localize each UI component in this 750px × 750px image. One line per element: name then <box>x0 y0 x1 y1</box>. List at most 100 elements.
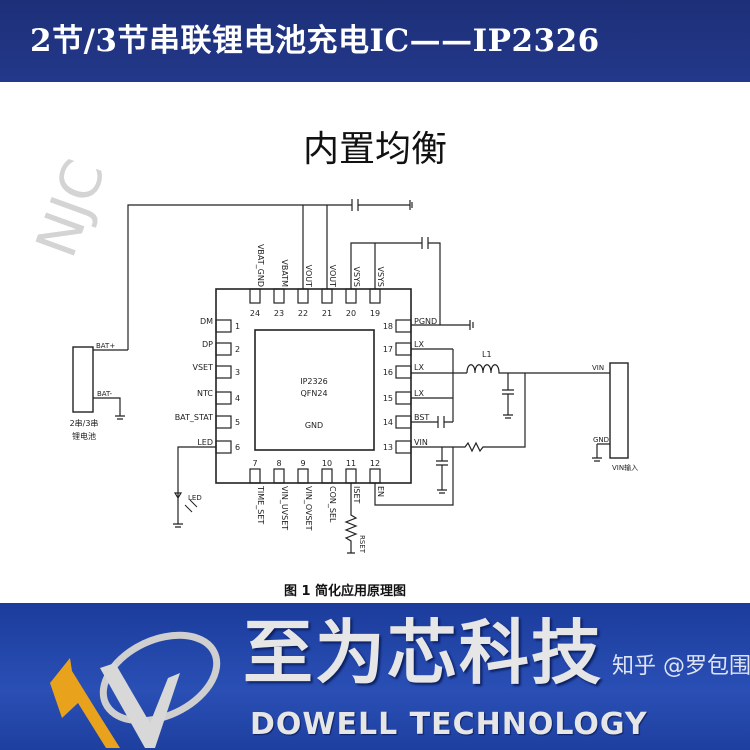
pin-pad <box>395 415 412 429</box>
pin-number: 13 <box>383 443 393 452</box>
chip-package: QFN24 <box>300 389 327 398</box>
page-title: 2节/3节串联锂电池充电IC——IP2326 <box>0 0 750 82</box>
pin-label: VOUT <box>304 265 313 287</box>
pin-label: LX <box>414 340 424 349</box>
schematic-diagram: NJC 1DM18PGND2DP17LX3VSET16LX4NTC15LX5BA… <box>24 152 638 554</box>
pin-pad <box>395 365 412 379</box>
pin-pad <box>369 288 381 304</box>
figure-caption: 图 1 简化应用原理图 <box>283 584 407 599</box>
pin-pad <box>395 342 412 356</box>
capacitor-vin <box>436 447 448 494</box>
pin-pad <box>249 288 261 304</box>
pin-number: 16 <box>383 368 393 377</box>
pin-number: 12 <box>370 459 380 468</box>
pin-number: 4 <box>235 394 240 403</box>
pin-pad <box>273 288 285 304</box>
pin-number: 6 <box>235 443 240 452</box>
pin-number: 15 <box>383 394 393 403</box>
pin-pad <box>345 288 357 304</box>
pin-number: 17 <box>383 345 393 354</box>
pin-label: LX <box>414 363 424 372</box>
brand-name-cn: 至为芯科技 <box>243 612 603 694</box>
battery-wires <box>93 349 128 420</box>
capacitor-vsys <box>421 237 429 249</box>
rset-label: RSET <box>358 535 366 554</box>
pin-pad <box>297 468 309 484</box>
pin-label: TIME_SET <box>256 485 265 524</box>
pin-label: DP <box>202 340 213 349</box>
pin-label: LX <box>414 389 424 398</box>
pin-number: 9 <box>300 459 305 468</box>
pin-pad <box>369 468 381 484</box>
vout-wire <box>127 200 413 350</box>
pin-number: 10 <box>322 459 332 468</box>
pin-label: BST <box>414 413 429 422</box>
gnd-label: GND <box>593 436 609 444</box>
chip-pad <box>254 329 375 451</box>
brand-banner: 至为芯科技 DOWELL TECHNOLOGY 知乎 @罗包围 <box>0 603 750 750</box>
pin-label: VOUT <box>328 265 337 287</box>
battery <box>72 346 94 413</box>
pin-pad <box>215 440 232 454</box>
pin-pad <box>249 468 261 484</box>
pin-pad <box>395 440 412 454</box>
pin-label: VBATM <box>280 259 289 287</box>
pin-label: VIN_OVSET <box>304 486 313 531</box>
vin-connector <box>609 362 629 459</box>
pin-pad <box>321 288 333 304</box>
pin-pad <box>215 415 232 429</box>
pin-pad <box>215 319 232 333</box>
pin-label: NTC <box>197 389 213 398</box>
pin-label: VSYS <box>352 266 361 287</box>
dowell-logo <box>50 631 221 748</box>
pin-number: 7 <box>252 459 257 468</box>
pin-number: 23 <box>274 309 284 318</box>
pin-pad <box>345 468 357 484</box>
lx-wires <box>411 348 467 423</box>
pin-pad <box>321 468 333 484</box>
pin-label: EN <box>376 486 385 497</box>
rset-resistor <box>344 483 358 554</box>
pin-number: 8 <box>276 459 281 468</box>
pin-label: LED <box>197 438 213 447</box>
watermark: NJC <box>24 152 118 266</box>
capacitor-vout <box>351 199 359 211</box>
en-wire <box>374 447 454 506</box>
pin-number: 14 <box>383 418 393 427</box>
pin-number: 18 <box>383 322 393 331</box>
pin-pad <box>395 319 412 333</box>
pin-label: DM <box>200 317 213 326</box>
pin-number: 3 <box>235 368 240 377</box>
pin-number: 2 <box>235 345 240 354</box>
pin-label: VIN_UVSET <box>280 486 289 530</box>
pin-pad <box>215 342 232 356</box>
pin-pad <box>297 288 309 304</box>
vsys-wire <box>350 242 474 330</box>
battery-label-2: 锂电池 <box>72 431 96 441</box>
pin-pad <box>215 365 232 379</box>
pin-label: ISET <box>352 486 361 503</box>
pin-pad <box>215 391 232 405</box>
inductor-l1 <box>466 364 610 374</box>
vin-gnd-wire <box>592 443 610 462</box>
credit-watermark: 知乎 @罗包围 <box>612 654 750 679</box>
chip-body <box>215 288 412 484</box>
vin-input-label: VIN输入 <box>612 463 638 472</box>
vin-wire <box>411 373 526 453</box>
pin-pad <box>395 391 412 405</box>
bat-pos-label: BAT+ <box>96 342 115 350</box>
bat-neg-label: BAT- <box>97 390 113 398</box>
pin-label: VSYS <box>376 266 385 287</box>
pin-number: 20 <box>346 309 356 318</box>
vin-label: VIN <box>592 364 604 372</box>
pin-number: 1 <box>235 322 240 331</box>
pin-number: 24 <box>250 309 260 318</box>
chip-pad-label: GND <box>305 421 323 430</box>
capacitor-bst <box>437 416 445 428</box>
inductor-label: L1 <box>482 350 492 359</box>
pin-label: CON_SEL <box>328 486 337 523</box>
brand-name-en: DOWELL TECHNOLOGY <box>250 707 648 742</box>
pin-label: VIN <box>414 438 428 447</box>
pin-number: 5 <box>235 418 240 427</box>
led-label: LED <box>188 494 202 502</box>
